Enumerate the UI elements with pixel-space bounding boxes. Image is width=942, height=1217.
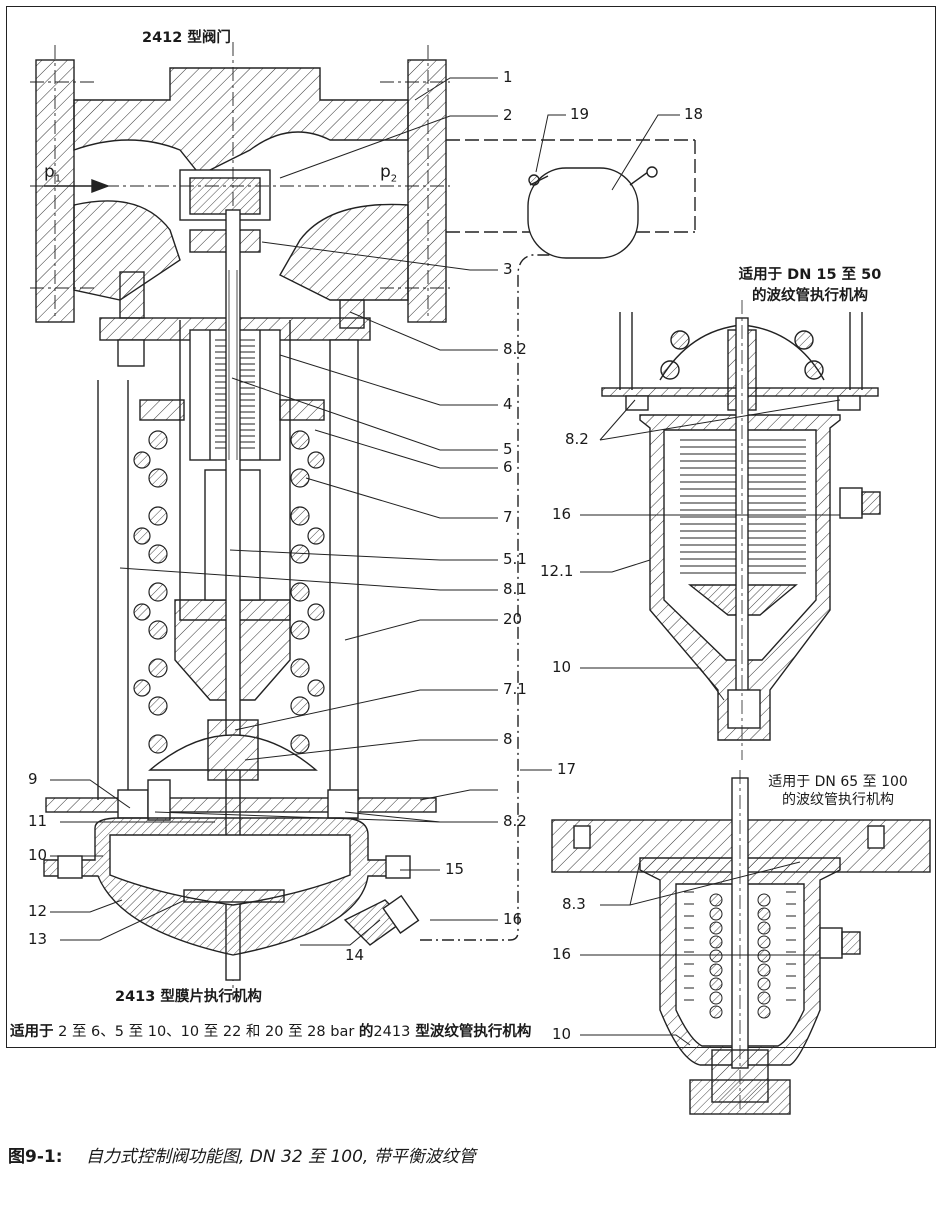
callout-8-2-lower: 8.2 bbox=[503, 812, 527, 830]
callout-5: 5 bbox=[503, 440, 513, 458]
callout-14: 14 bbox=[345, 946, 365, 964]
callout-8-3: 8.3 bbox=[562, 895, 586, 913]
callout-10-small: 10 bbox=[552, 658, 572, 676]
callout-10-large: 10 bbox=[552, 1025, 572, 1043]
footnote-model: 2413 bbox=[373, 1024, 411, 1040]
diaphragm-actuator bbox=[43, 817, 420, 956]
figure-frame bbox=[6, 6, 936, 1048]
footnote-prefix: 适用于 bbox=[10, 1024, 54, 1040]
callout-1: 1 bbox=[503, 68, 513, 86]
callout-20: 20 bbox=[503, 610, 523, 628]
callout-4: 4 bbox=[503, 395, 513, 413]
valve-title: 2412 型阀门 bbox=[142, 30, 231, 46]
valve-body bbox=[35, 59, 447, 323]
callout-11: 11 bbox=[28, 812, 48, 830]
callout-6: 6 bbox=[503, 458, 513, 476]
callout-8-2-upper: 8.2 bbox=[503, 340, 527, 358]
footnote-of: 的 bbox=[358, 1024, 374, 1040]
callout-16-main: 16 bbox=[503, 910, 523, 928]
callout-5-1: 5.1 bbox=[503, 550, 527, 568]
figure-number: 图9-1: bbox=[8, 1147, 63, 1167]
stem bbox=[225, 209, 241, 981]
bellows-large-title: 适用于 DN 65 至 100 的波纹管执行机构 bbox=[768, 774, 908, 809]
callout-7-1: 7.1 bbox=[503, 680, 527, 698]
callout-8: 8 bbox=[503, 730, 513, 748]
callout-3: 3 bbox=[503, 260, 513, 278]
callout-10-main: 10 bbox=[28, 846, 48, 864]
leader-lines bbox=[50, 77, 841, 1046]
callout-2: 2 bbox=[503, 106, 513, 124]
callout-16-small: 16 bbox=[552, 505, 572, 523]
bellows-small-title: 适用于 DN 15 至 50 的波纹管执行机构 bbox=[738, 267, 882, 304]
callout-19: 19 bbox=[570, 105, 590, 123]
diaphragm-actuator-title: 2413 型膜片执行机构 bbox=[115, 989, 262, 1005]
pressure-p1-label: p1 bbox=[44, 162, 62, 185]
figure-caption-text: 自力式控制阀功能图, DN 32 至 100, 带平衡波纹管 bbox=[86, 1147, 476, 1167]
callout-7: 7 bbox=[503, 508, 513, 526]
bellows-actuator-large bbox=[551, 770, 931, 1115]
column-right bbox=[329, 339, 359, 801]
callout-16-large: 16 bbox=[552, 945, 572, 963]
condensation-pot bbox=[527, 167, 639, 259]
pressure-p2-label: p2 bbox=[380, 162, 398, 185]
callout-9: 9 bbox=[28, 770, 38, 788]
lower-plate bbox=[45, 797, 437, 813]
callout-8-1: 8.1 bbox=[503, 580, 527, 598]
callout-15: 15 bbox=[445, 860, 465, 878]
callout-17: 17 bbox=[557, 760, 577, 778]
figure-caption: 图9-1: 自力式控制阀功能图, DN 32 至 100, 带平衡波纹管 bbox=[8, 1142, 476, 1167]
callout-13: 13 bbox=[28, 930, 48, 948]
footnote-ranges: 2 至 6、5 至 10、10 至 22 和 20 至 28 bar bbox=[53, 1024, 359, 1040]
bellows-actuator-small bbox=[601, 312, 881, 741]
footnote-suffix: 型波纹管执行机构 bbox=[410, 1024, 532, 1040]
callout-12: 12 bbox=[28, 902, 48, 920]
callout-18: 18 bbox=[684, 105, 704, 123]
impulse-line bbox=[420, 254, 600, 941]
callout-8-2-small: 8.2 bbox=[565, 430, 589, 448]
callout-12-1: 12.1 bbox=[540, 562, 574, 580]
spring-coils bbox=[133, 430, 325, 754]
footnote: 适用于 2 至 6、5 至 10、10 至 22 和 20 至 28 bar 的… bbox=[10, 1020, 531, 1041]
